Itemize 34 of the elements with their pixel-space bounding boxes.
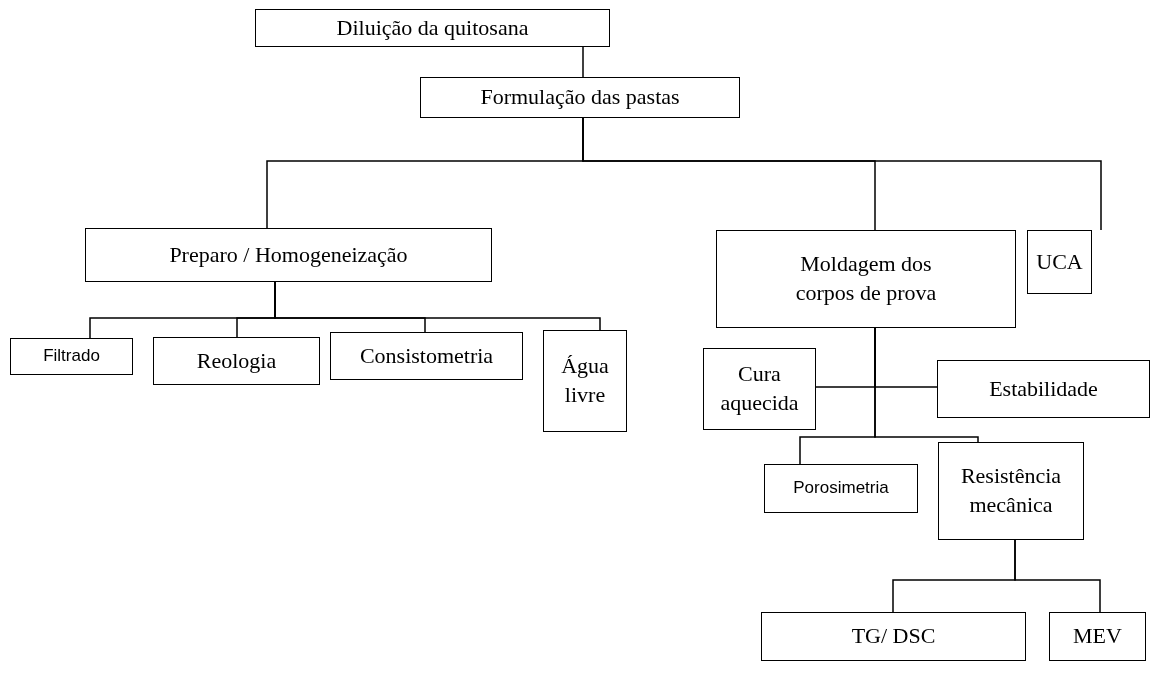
process-box xyxy=(255,9,610,47)
box-label: Diluição da quitosana xyxy=(336,13,529,42)
box-label: MEV xyxy=(1073,622,1122,651)
connector-line xyxy=(874,327,979,443)
process-box xyxy=(937,360,1150,418)
process-box xyxy=(420,77,740,118)
box-label: Filtrado xyxy=(43,345,100,368)
process-box xyxy=(330,332,523,380)
box-label: Preparo / Homogeneização xyxy=(169,240,408,269)
box-label: Cura aquecida xyxy=(719,360,800,417)
process-box xyxy=(85,228,492,282)
connector-line xyxy=(1014,539,1101,613)
process-box xyxy=(153,337,320,385)
process-box xyxy=(1027,230,1092,294)
process-box xyxy=(703,348,816,430)
process-box xyxy=(10,338,133,375)
box-label: Reologia xyxy=(196,346,277,375)
process-box xyxy=(938,442,1084,540)
process-box xyxy=(764,464,918,513)
box-label: UCA xyxy=(1036,247,1083,276)
process-box xyxy=(543,330,627,432)
box-label: Moldagem dos corpos de prova xyxy=(794,250,938,307)
connector-line xyxy=(582,117,1102,231)
box-label: Resistência mecânica xyxy=(959,462,1063,519)
box-label: Água livre xyxy=(560,352,610,409)
process-box xyxy=(1049,612,1146,661)
process-box xyxy=(761,612,1026,661)
box-label: TG/ DSC xyxy=(851,622,936,651)
box-label: Estabilidade xyxy=(989,374,1098,403)
box-label: Consistometria xyxy=(359,341,494,370)
process-box xyxy=(716,230,1016,328)
box-label: Formulação das pastas xyxy=(480,83,680,112)
connector-line xyxy=(582,46,584,78)
box-label: Porosimetria xyxy=(793,477,889,500)
